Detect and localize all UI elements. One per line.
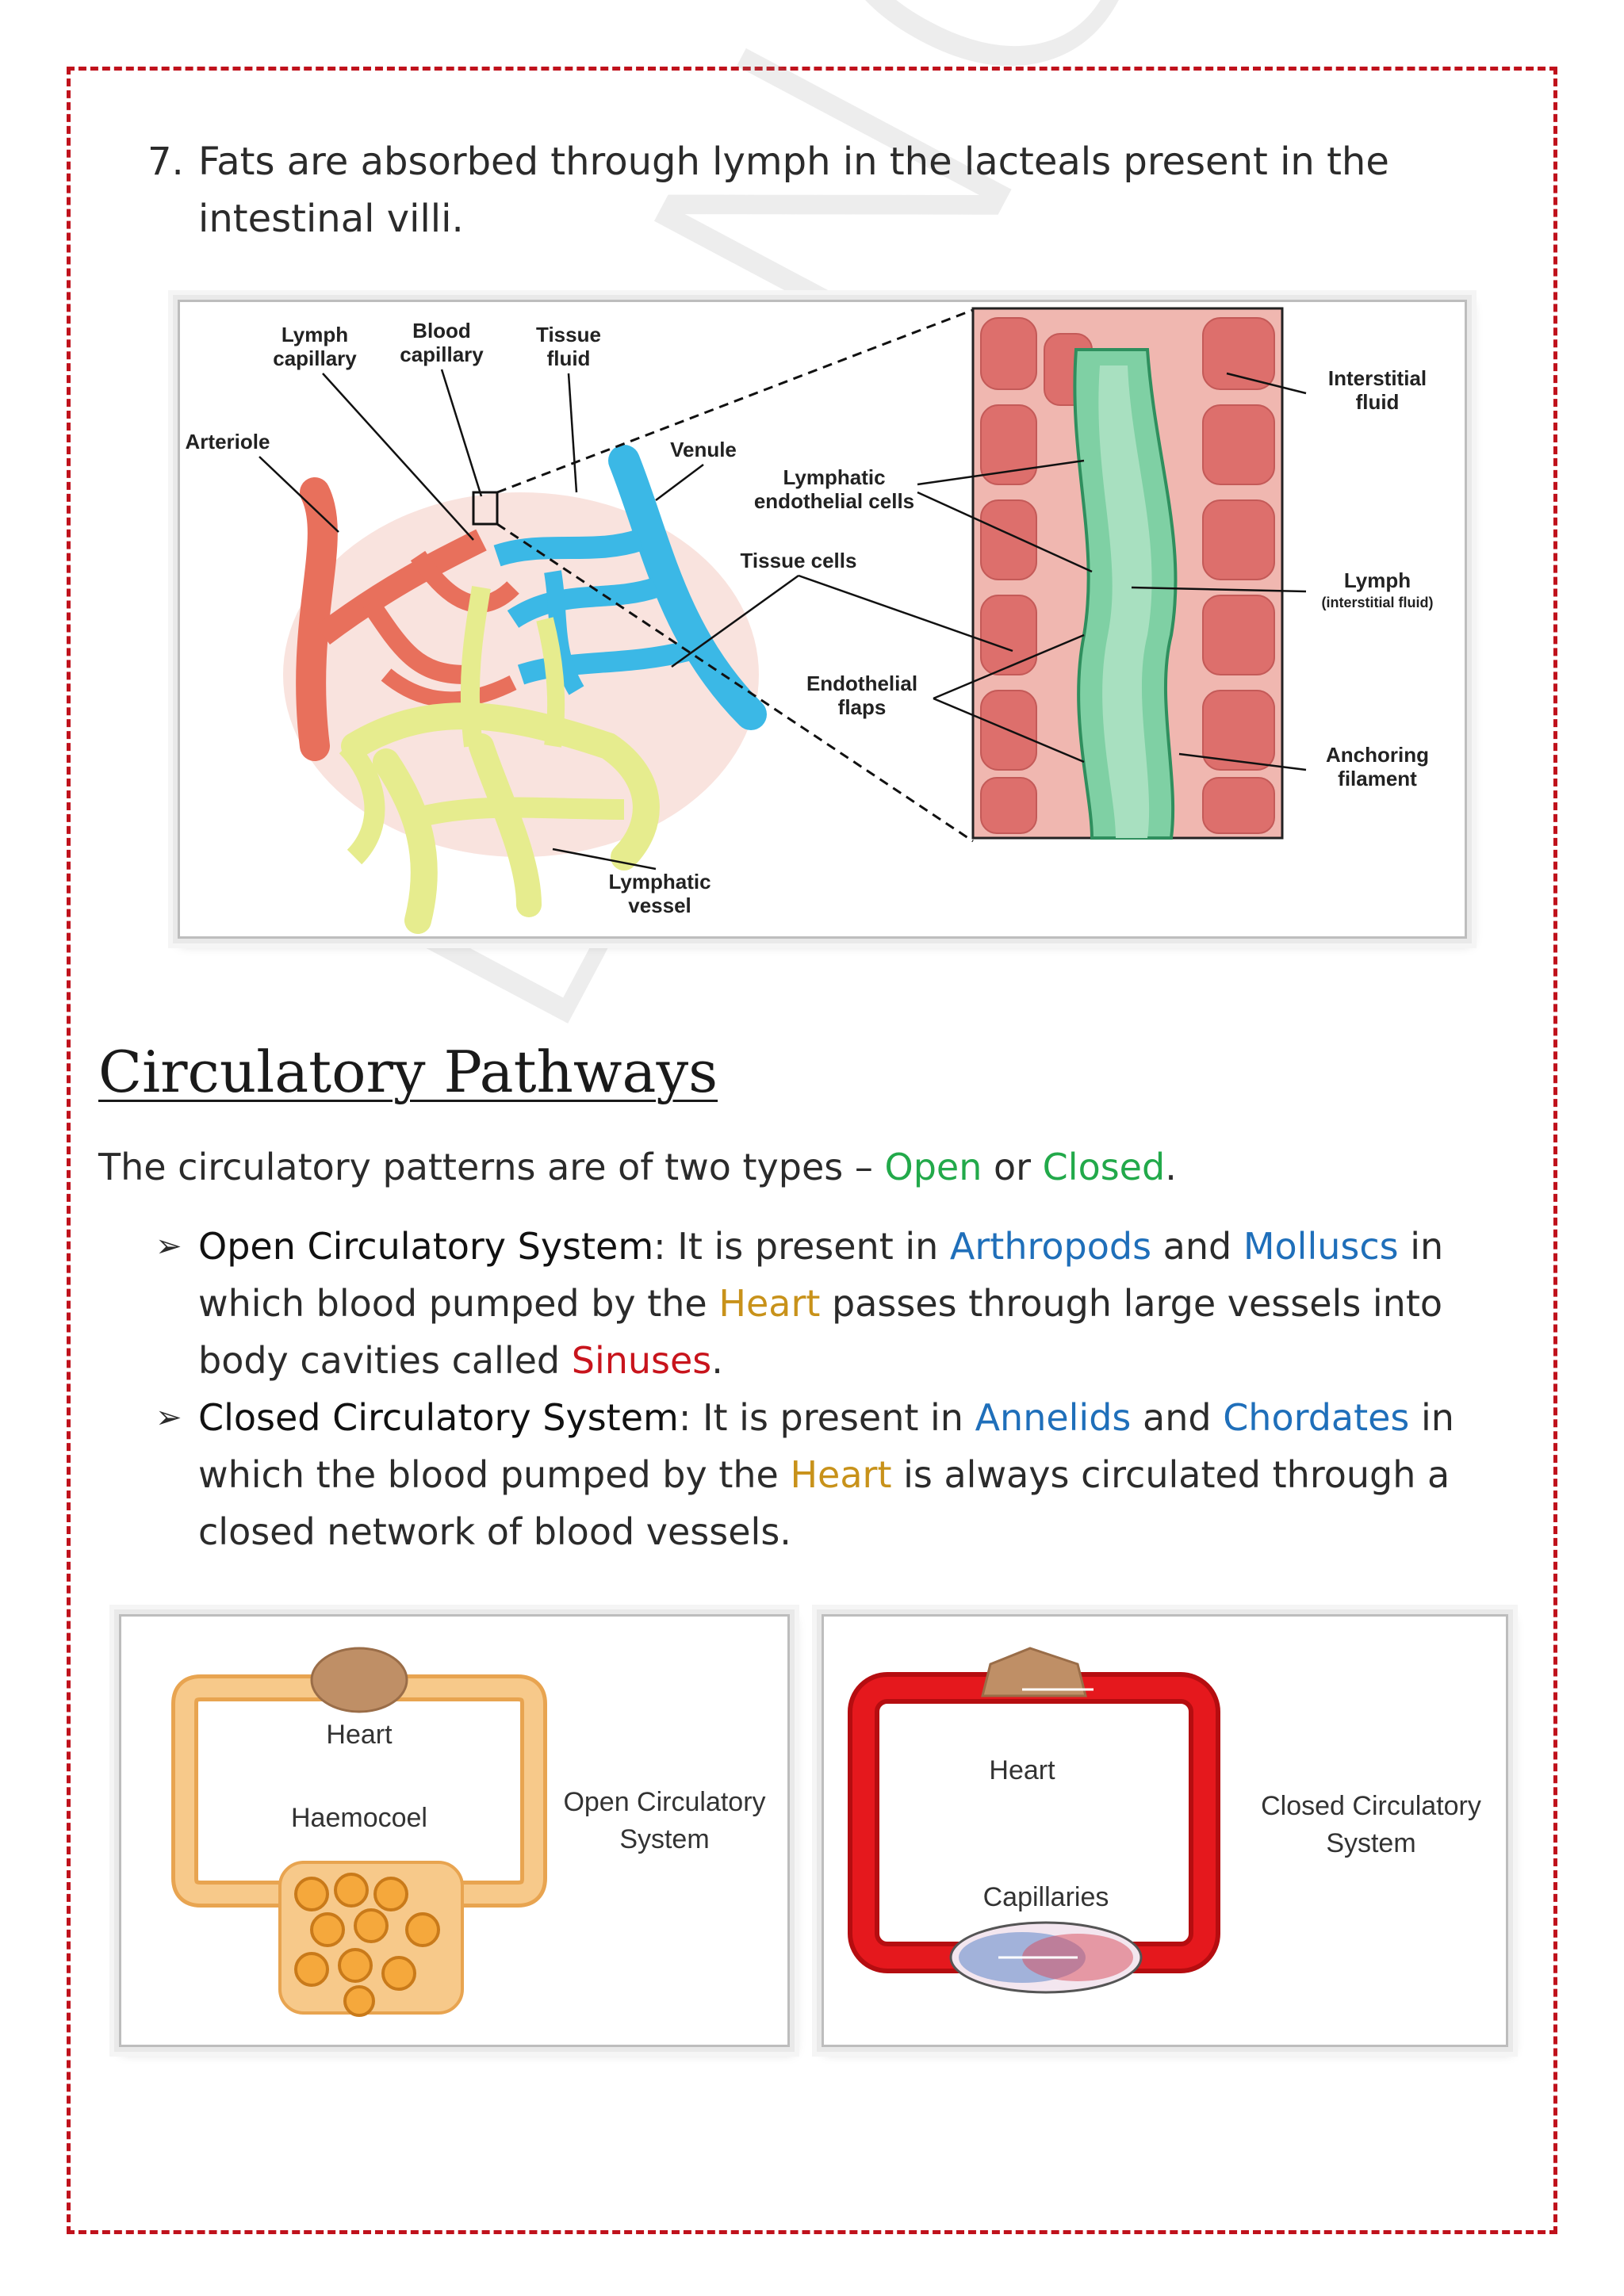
label-anchoring-filament-1: Anchoring [1326, 743, 1429, 767]
keyword-molluscs: Molluscs [1243, 1225, 1399, 1268]
label-tissue-fluid-2: fluid [547, 346, 591, 370]
bullet-text: in which blood pumped by the [198, 1225, 1444, 1325]
section-heading: Circulatory Pathways [98, 1039, 718, 1105]
closed-circulatory-diagram: Heart Capillaries Closed Circulatory Sys… [848, 1647, 1481, 1994]
bullet-arrow-icon: ➢ [155, 1228, 182, 1265]
bullet-arrow-icon: ➢ [155, 1399, 182, 1436]
label-lymphatic-endothelial-2: endothelial cells [754, 489, 914, 513]
label-lymph: Lymph [1344, 568, 1411, 592]
label-endothelial-flaps-1: Endothelial [806, 672, 917, 695]
label-endothelial-flaps-2: flaps [838, 695, 887, 719]
bullet-list: ➢ Open Circulatory System: It is present… [155, 1218, 1519, 1560]
intro-open: Open [884, 1146, 982, 1188]
label-heart: Heart [326, 1720, 393, 1750]
label-lymphatic-endothelial-1: Lymphatic [783, 465, 885, 489]
label-lymph-sub: (interstitial fluid) [1322, 595, 1434, 610]
bullet-term: Closed Circulatory System [198, 1396, 679, 1439]
label-lymphatic-vessel-1: Lymphatic [608, 870, 710, 894]
list-text: Fats are absorbed through lymph in the l… [198, 140, 1389, 241]
intro-text: The circulatory patterns are of two type… [98, 1138, 1177, 1196]
keyword-arthropods: Arthropods [949, 1225, 1152, 1268]
bullet-text: passes through large vessels into body c… [198, 1282, 1443, 1382]
keyword-heart: Heart [790, 1453, 892, 1496]
bullet-text: in which the blood pumped by the [198, 1396, 1454, 1496]
bullet-term: Open Circulatory System [198, 1225, 654, 1268]
keyword-chordates: Chordates [1223, 1396, 1410, 1439]
intro-or: or [982, 1146, 1043, 1188]
list-number: 7. [147, 140, 184, 184]
keyword-sinuses: Sinuses [571, 1339, 712, 1382]
label-capillaries: Capillaries [983, 1882, 1109, 1912]
intro-closed: Closed [1042, 1146, 1166, 1188]
open-circulatory-figure: Heart Haemocoel Open Circulatory System [119, 1614, 790, 2047]
open-circulatory-diagram: Heart Haemocoel Open Circulatory System [171, 1647, 766, 2017]
label-open-title-2: System [619, 1824, 709, 1854]
label-venule: Venule [670, 438, 737, 461]
bullet-text: : It is present in [653, 1225, 950, 1268]
label-heart: Heart [989, 1755, 1055, 1785]
bullet-text: is always circulated through a closed ne… [198, 1453, 1450, 1553]
lymph-capillary-figure: Lymph capillary Blood capillary Tissue f… [178, 300, 1467, 939]
label-blood-capillary-1: Blood [412, 319, 471, 342]
bullet-closed-circulatory: ➢ Closed Circulatory System: It is prese… [155, 1389, 1519, 1560]
label-interstitial-fluid-2: fluid [1356, 390, 1400, 414]
label-tissue-fluid-1: Tissue [536, 323, 601, 346]
intro-before: The circulatory patterns are of two type… [98, 1146, 885, 1188]
intro-end: . [1165, 1146, 1177, 1188]
label-anchoring-filament-2: filament [1338, 767, 1417, 790]
label-closed-title-1: Closed Circulatory [1261, 1791, 1481, 1821]
label-haemocoel: Haemocoel [291, 1803, 427, 1833]
bullet-text: : It is present in [678, 1396, 975, 1439]
label-lymph-capillary-1: Lymph [282, 323, 348, 346]
label-open-title-1: Open Circulatory [563, 1787, 765, 1817]
bullet-open-circulatory: ➢ Open Circulatory System: It is present… [155, 1218, 1519, 1389]
label-interstitial-fluid-1: Interstitial [1328, 366, 1427, 390]
label-lymphatic-vessel-2: vessel [628, 894, 691, 917]
bullet-text: and [1151, 1225, 1243, 1268]
keyword-heart: Heart [718, 1282, 821, 1325]
label-blood-capillary-2: capillary [400, 342, 484, 366]
label-closed-title-2: System [1326, 1828, 1415, 1858]
lymph-diagram: Lymph capillary Blood capillary Tissue f… [186, 307, 1434, 934]
closed-circulatory-figure: Heart Capillaries Closed Circulatory Sys… [822, 1614, 1508, 2047]
label-tissue-cells: Tissue cells [741, 549, 857, 572]
list-item-7: 7. Fats are absorbed through lymph in th… [147, 133, 1496, 247]
keyword-annelids: Annelids [975, 1396, 1132, 1439]
bullet-text: . [711, 1339, 723, 1382]
page-border [67, 67, 1557, 2234]
bullet-text: and [1131, 1396, 1224, 1439]
label-lymph-capillary-2: capillary [273, 346, 357, 370]
label-arteriole: Arteriole [186, 430, 270, 453]
